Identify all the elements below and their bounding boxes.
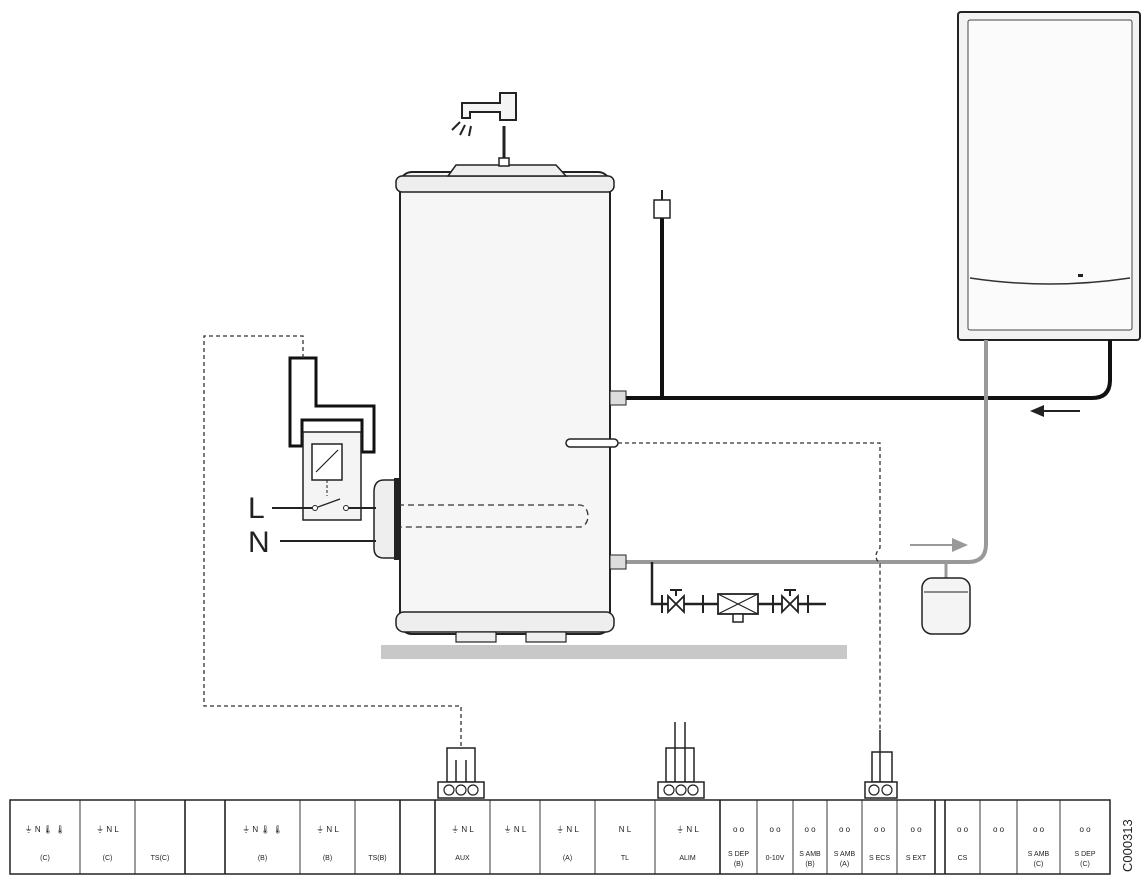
faucet-icon (451, 92, 517, 167)
terminal-label: (C) (40, 855, 50, 862)
boiler (957, 11, 1141, 341)
terminal-top-label: ⏚ N L (556, 825, 579, 834)
neutral-label: N (248, 526, 270, 559)
terminal-label: (B) (258, 855, 267, 862)
expansion-vessel-icon (921, 562, 971, 635)
terminal-top-label: ⏚ N L (676, 825, 699, 834)
terminal-sublabel: (A) (840, 861, 849, 868)
sensor-wire (618, 442, 881, 730)
terminal-top-label: ⏚ N L (316, 825, 339, 834)
alim-connector (657, 722, 705, 799)
arrow-left-icon (1030, 405, 1080, 417)
terminal-label: TS(C) (151, 855, 170, 862)
terminal-label: S DEP (1074, 851, 1095, 858)
terminal-top-label: ⏚ N 🌡 🌡 (25, 825, 66, 834)
terminal-label: (B) (323, 855, 332, 862)
primary-flow-pipe (610, 340, 1112, 400)
terminal-block: ⏚ N 🌡 🌡 (C) ⏚ N L (C) TS(C) ⏚ N 🌡 🌡 (B) ⏚ N L (B… (9, 799, 1111, 875)
terminal-label: TL (621, 855, 629, 862)
element-housing (373, 478, 400, 560)
terminal-top-label: o o (957, 825, 969, 834)
terminal-label: S AMB (1028, 851, 1050, 858)
valve-assembly (650, 562, 826, 623)
air-vent-icon (653, 190, 671, 219)
terminal-top-label: o o (804, 825, 816, 834)
terminal-sublabel: (B) (805, 861, 814, 868)
terminal-top-label: ⏚ N L (96, 825, 119, 834)
terminal-top-label: N L (619, 825, 632, 834)
sensor-icon (565, 438, 619, 448)
terminal-sublabel: (C) (1080, 861, 1090, 868)
floor (381, 645, 847, 659)
hot-water-tank (395, 164, 615, 643)
secs-connector (864, 730, 898, 799)
terminal-top-label: o o (910, 825, 922, 834)
terminal-top-label: o o (993, 825, 1005, 834)
terminal-label: TS(B) (368, 855, 386, 862)
terminal-label: S EXT (906, 855, 927, 862)
aux-connector (437, 747, 485, 799)
primary-return-pipe (610, 340, 988, 564)
arrow-right-icon (910, 538, 968, 552)
terminal-top-label: o o (1033, 825, 1045, 834)
terminal-label: S DEP (728, 851, 749, 858)
terminal-label: 0-10V (766, 855, 785, 862)
terminal-label: ALIM (679, 855, 696, 862)
live-label: L (248, 492, 265, 525)
terminal-label: S AMB (799, 851, 821, 858)
terminal-sublabel: (C) (1034, 861, 1044, 868)
terminal-top-label: o o (874, 825, 886, 834)
terminal-label: CS (958, 855, 968, 862)
heating-element (398, 504, 589, 528)
terminal-label: AUX (455, 855, 470, 862)
terminal-top-label: ⏚ N L (451, 825, 474, 834)
valve-icon (667, 593, 685, 615)
terminal-label: S AMB (834, 851, 856, 858)
terminal-top-label: o o (1079, 825, 1091, 834)
terminal-top-label: o o (733, 825, 745, 834)
diagram-code: C000313 (1120, 819, 1135, 872)
terminal-top-label: ⏚ N L (504, 825, 527, 834)
terminal-label: S ECS (869, 855, 890, 862)
terminal-top-label: o o (839, 825, 851, 834)
terminal-top-label: ⏚ N 🌡 🌡 (242, 825, 283, 834)
relay-icon (288, 356, 376, 521)
terminal-label: (A) (563, 855, 572, 862)
terminal-top-label: o o (769, 825, 781, 834)
terminal-label: (C) (103, 855, 113, 862)
terminal-sublabel: (B) (734, 861, 743, 868)
